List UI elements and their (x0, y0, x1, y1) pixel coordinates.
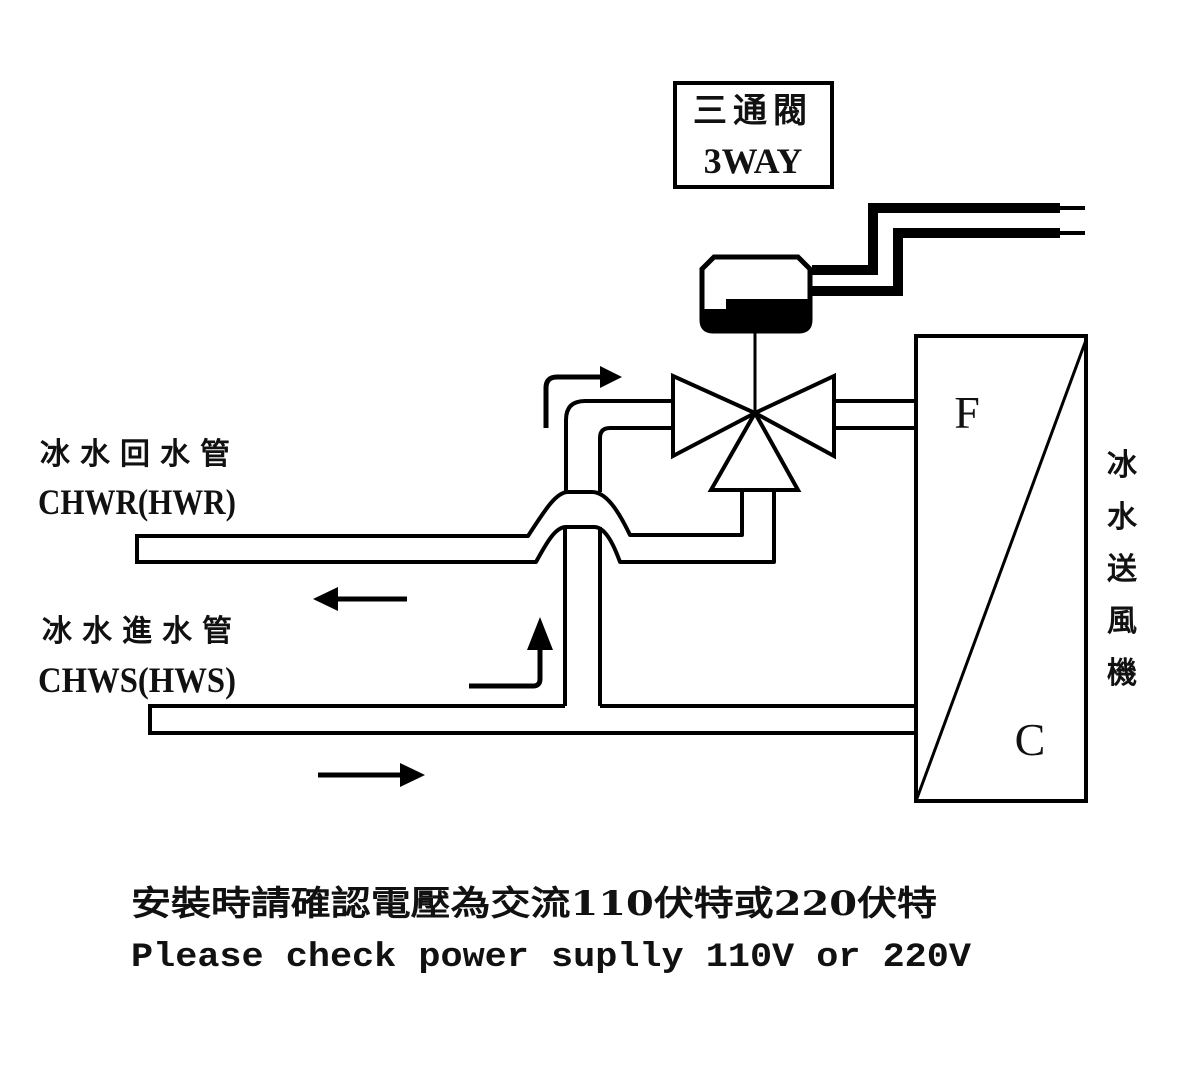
supply-pipe-label-zh: 冰水進水管 (42, 614, 242, 649)
return-pipe-label-en: CHWR(HWR) (38, 482, 236, 522)
power-wires (812, 203, 1085, 296)
return-pipe (135, 490, 776, 564)
fan-coil-divider (914, 339, 1088, 802)
return-pipe-label: 冰水回水管 CHWR(HWR) (38, 437, 240, 522)
fan-section-label: F (954, 387, 980, 438)
valve-title-en: 3WAY (704, 141, 803, 181)
fan-coil-title: 冰 水 送 風 機 (1107, 448, 1138, 691)
arrow-right-icon (318, 763, 425, 787)
power-wire-2 (812, 228, 1060, 296)
arrow-up-icon (469, 617, 553, 689)
three-way-valve (671, 372, 836, 492)
supply-pipe-label-en: CHWS(HWS) (38, 660, 236, 700)
fan-coil-title-char: 冰 (1107, 448, 1138, 483)
fan-coil-frame (914, 334, 1088, 803)
note-zh: 安裝時請確認電壓為交流110伏特或220伏特 (131, 884, 937, 924)
fan-coil-unit: F C (914, 334, 1088, 803)
fan-coil-title-char: 送 (1107, 552, 1137, 587)
notes: 安裝時請確認電壓為交流110伏特或220伏特 Please check powe… (131, 884, 972, 977)
fan-coil-title-char: 水 (1107, 500, 1138, 535)
supply-pipe-label: 冰水進水管 CHWS(HWS) (38, 614, 242, 700)
power-wire-1 (812, 203, 1060, 275)
valve-port-left (671, 372, 760, 460)
arrow-left-icon (313, 587, 407, 611)
supply-pipe (148, 704, 916, 735)
note-en: Please check power suplly 110V or 220V (131, 939, 972, 977)
pipe-valve-to-coil (834, 399, 916, 430)
coil-section-label: C (1015, 714, 1046, 765)
valve-title-zh: 三通閥 (693, 91, 813, 131)
valve-actuator (699, 254, 813, 334)
valve-title-frame (673, 81, 834, 189)
fan-coil-title-char: 機 (1107, 656, 1137, 691)
valve-title-box: 三通閥 3WAY (673, 81, 834, 189)
riser-pipe (563, 399, 673, 706)
valve-port-bottom (707, 408, 802, 492)
flow-arrows (313, 366, 622, 787)
return-pipe-label-zh: 冰水回水管 (40, 437, 240, 472)
valve-port-right (750, 372, 836, 460)
actuator-motor-block (702, 299, 810, 331)
arrow-up-right-icon (543, 366, 622, 428)
fan-coil-title-char: 風 (1107, 604, 1137, 639)
